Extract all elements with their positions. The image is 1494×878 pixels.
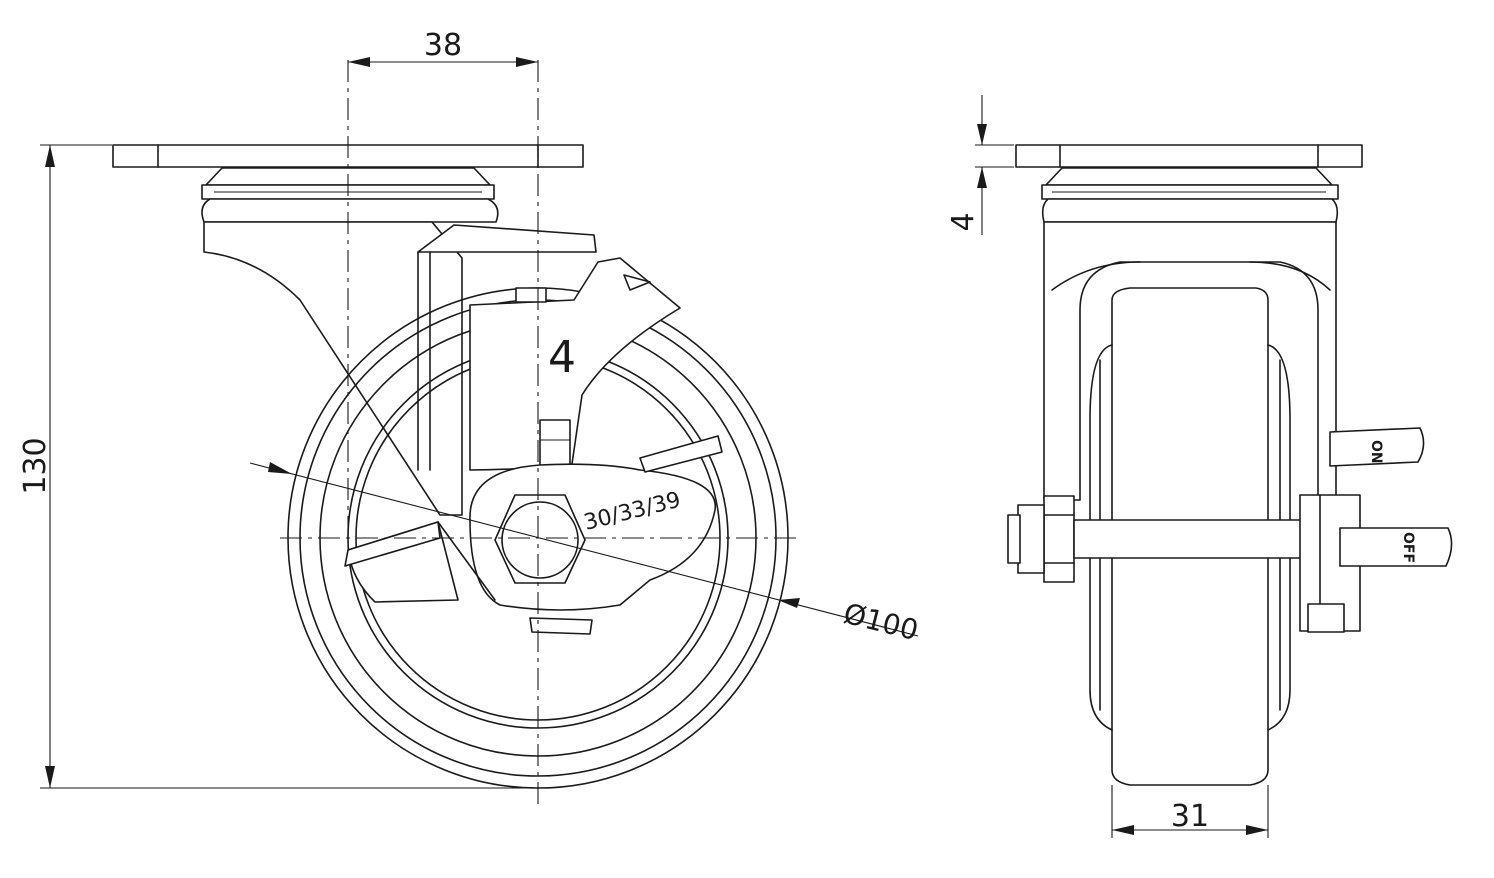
front-top-plate	[1015, 144, 1363, 223]
fork-bracket	[203, 221, 597, 516]
dim-plate-thickness: 4	[946, 95, 1014, 235]
side-view: 38 130 Ø100 30/33/39 4	[18, 28, 922, 810]
dim-wheel-width: 31	[1111, 785, 1269, 838]
brake-levers: ON OFF	[1299, 427, 1453, 633]
dim-offset: 38	[348, 28, 538, 67]
bracket-label: 4	[548, 332, 576, 383]
lever-on-label: ON	[1368, 440, 1384, 464]
dim-plate-thickness-label: 4	[946, 212, 981, 231]
dim-offset-label: 38	[424, 28, 462, 63]
dim-height-label: 130	[18, 437, 53, 494]
lever-off-label: OFF	[1400, 532, 1416, 563]
front-fork	[1043, 221, 1337, 501]
axle-plate	[344, 435, 723, 635]
axle-hex-nut	[494, 494, 586, 584]
dim-wheel-width-label: 31	[1171, 799, 1209, 834]
front-axle	[1007, 495, 1305, 583]
front-view: ON OFF 4 31	[946, 95, 1453, 838]
dim-height: 130	[18, 144, 538, 789]
dim-diameter-label: Ø100	[840, 597, 921, 647]
